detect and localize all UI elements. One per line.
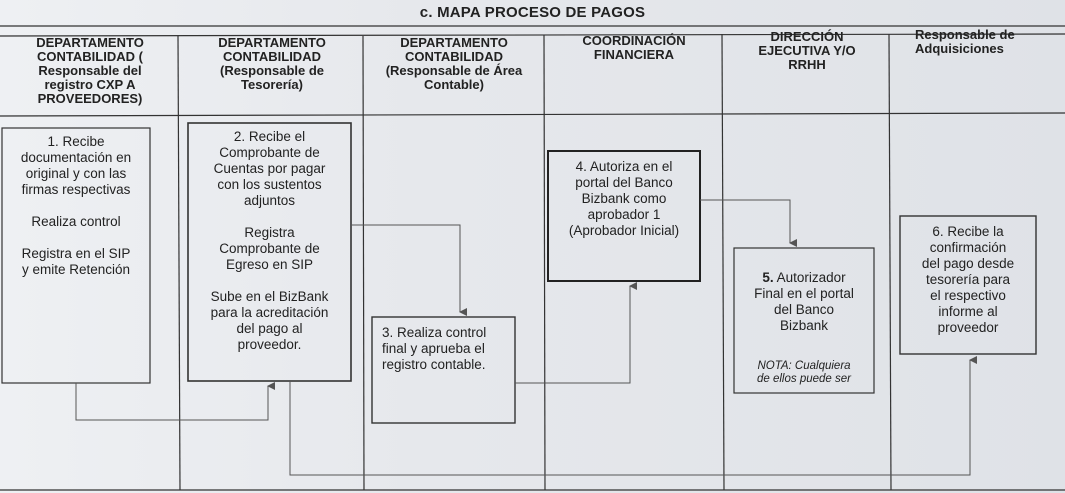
col-sep-4 <box>721 33 725 491</box>
step-5-number: 5. <box>762 270 774 285</box>
connector-1-to-2 <box>75 382 275 421</box>
step-5-note: NOTA: Cualquiera de ellos puede ser <box>757 360 851 385</box>
header-top-line <box>0 33 1065 37</box>
column-header-contabilidad-cxp: DEPARTAMENTO CONTABILIDAD ( Responsable … <box>36 35 144 106</box>
col-sep-2 <box>362 35 365 491</box>
connector-2-to-3 <box>351 224 467 316</box>
step-2-box <box>187 122 352 382</box>
column-header-adquisiciones: Responsable de Adquisiciones <box>915 28 1015 56</box>
column-header-coordinacion-financiera: COORDINACIÓN FINANCIERA <box>582 33 686 62</box>
step-2-text: 2. Recibe el Comprobante de Cuentas por … <box>210 129 329 352</box>
step-1-text: 1. Recibe documentación en original y co… <box>20 134 132 277</box>
step-6-text: 6. Recibe la confirmación del pago desde… <box>921 224 1015 335</box>
step-5-text: 5. Autorizador Final en el portal del Ba… <box>734 248 874 408</box>
step-3-box <box>371 316 516 424</box>
page-title: c. MAPA PROCESO DE PAGOS <box>419 4 646 21</box>
step-4-text: 4. Autoriza en el portal del Banco Bizba… <box>568 159 680 238</box>
connector-4-to-5 <box>700 199 797 247</box>
header-bottom-line <box>0 112 1065 117</box>
col-sep-3 <box>543 34 546 491</box>
column-header-contabilidad-area-contable: DEPARTAMENTO CONTABILIDAD (Responsable d… <box>385 35 523 92</box>
column-header-contabilidad-tesoreria: DEPARTAMENTO CONTABILIDAD (Responsable d… <box>218 35 326 92</box>
connector-3-to-4 <box>515 282 637 384</box>
step-5-box <box>733 247 875 394</box>
column-header-direccion-ejecutiva: DIRECCIÓN EJECUTIVA Y/O RRHH <box>758 29 856 72</box>
step-3-text: 3. Realiza control final y aprueba el re… <box>382 325 487 372</box>
connector-2-to-6 <box>289 356 977 476</box>
step-4-box <box>547 150 701 282</box>
step-5-label: Autorizador Final en el portal del Banco… <box>754 270 854 333</box>
col-sep-5 <box>888 33 892 491</box>
col-sep-1 <box>177 35 181 491</box>
step-6-box <box>899 215 1037 355</box>
